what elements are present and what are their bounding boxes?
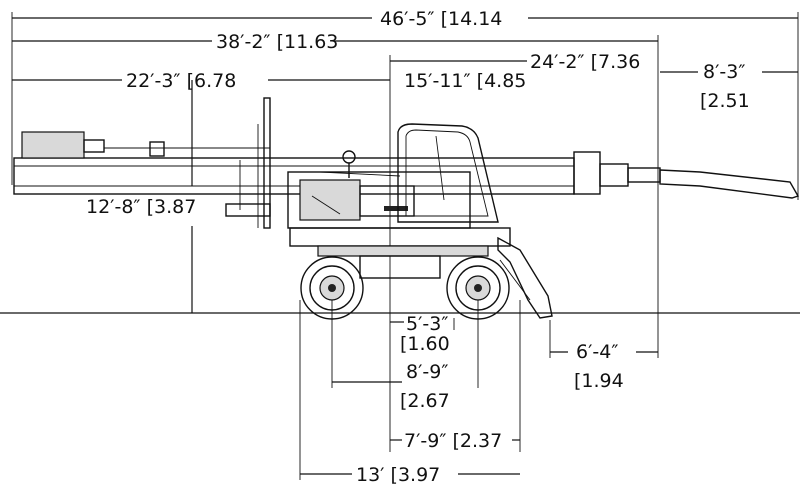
boom-tip: [573, 151, 601, 195]
tail-8-3-ft-label: 8′-3″: [703, 61, 745, 83]
boom-extension: [659, 169, 800, 199]
machine-illustration: [13, 97, 800, 320]
length-38-dimension: [12, 35, 659, 358]
length-38-label: 38′-2″ [11.63: [216, 31, 338, 53]
wheel-5-3-ft-label: 5′-3″: [406, 313, 448, 335]
wheel-5-3-dimension: [390, 318, 455, 330]
length-24-label: 24′-2″ [7.36: [530, 51, 640, 73]
wheelbase-m-label: [2.67: [400, 390, 450, 412]
front-6-4-ft-label: 6′-4″: [576, 341, 618, 363]
overall-length-label: 46′-5″ [14.14: [380, 8, 502, 30]
wheelbase-ft-label: 8′-9″: [406, 361, 448, 383]
height-12-label: 12′-8″ [3.87: [86, 196, 196, 218]
tail-8-3-m-label: [2.51: [700, 90, 750, 112]
length-15-label: 15′-11″ [4.85: [404, 70, 526, 92]
span-13-dimension: [299, 300, 520, 480]
front-wheel: [446, 256, 510, 320]
outrigger: [497, 236, 553, 319]
carrier-frame: [289, 227, 511, 247]
cab: [397, 123, 499, 223]
hook-block: [342, 150, 356, 164]
front-6-4-m-label: [1.94: [574, 370, 624, 392]
span-7-9-label: 7′-9″ [2.37: [404, 430, 502, 452]
rear-wheel: [300, 256, 364, 320]
wheel-5-3-m-label: [1.60: [400, 333, 450, 355]
mast: [263, 97, 271, 229]
span-7-9-dimension: [389, 300, 521, 452]
front-6-4-dimension: [549, 320, 658, 358]
span-13-label: 13′ [3.97: [356, 464, 440, 486]
boom-rear-block: [21, 131, 85, 159]
length-22-label: 22′-3″ [6.78: [126, 70, 236, 92]
length-24-dimension: [389, 55, 527, 330]
